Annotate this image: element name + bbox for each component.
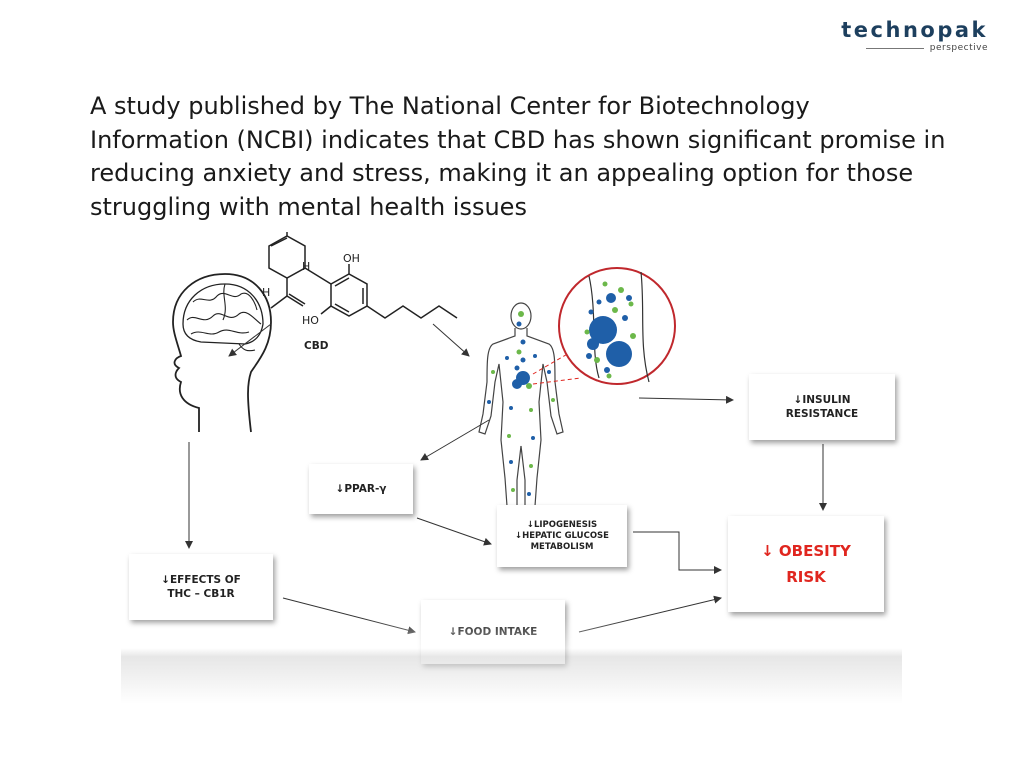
arrow-thc-to-food <box>282 597 416 635</box>
arrow-food-to-obesity <box>578 595 722 633</box>
arrow-lipogenesis-to-obesity <box>633 531 722 574</box>
arrow-body-to-insulin <box>638 395 734 404</box>
molecule-oh-top: OH <box>343 252 360 265</box>
box-lipogenesis: ↓LIPOGENESIS ↓HEPATIC GLUCOSE METABOLISM <box>497 505 627 567</box>
obesity-line-2: RISK <box>786 568 826 586</box>
box-ppar: ↓PPAR-γ <box>309 464 413 514</box>
technopak-logo: technopak perspective <box>841 18 988 53</box>
thc-line-2: THC – CB1R <box>167 588 235 600</box>
thc-line-1: ↓EFFECTS OF <box>161 574 241 586</box>
box-obesity-risk: ↓ OBESITY RISK <box>728 516 884 612</box>
headline-text: A study published by The National Center… <box>90 92 946 221</box>
insulin-line-2: RESISTANCE <box>785 408 859 420</box>
food-label: ↓FOOD INTAKE <box>448 626 538 638</box>
insulin-line-1: ↓INSULIN <box>793 394 851 406</box>
ppar-label: ↓PPAR-γ <box>335 483 387 495</box>
arrow-body-to-ppar <box>420 419 490 461</box>
obesity-line-1: ↓ OBESITY <box>761 542 851 560</box>
arrow-ppar-to-lipogenesis <box>416 517 492 546</box>
box-thc-effects: ↓EFFECTS OF THC – CB1R <box>129 554 273 620</box>
molecule-h2: H <box>262 286 270 299</box>
human-body-icon <box>478 302 564 523</box>
lipogenesis-line-2: ↓HEPATIC GLUCOSE <box>515 530 609 541</box>
logo-tagline: perspective <box>929 43 988 53</box>
arrow-cbd-to-body <box>432 323 470 357</box>
logo-tagline-row: perspective <box>841 43 988 53</box>
lipogenesis-line-3: METABOLISM <box>530 541 594 552</box>
cbd-obesity-diagram: H H OH HO CBD <box>121 232 902 704</box>
arrow-cbd-to-brain <box>228 323 272 357</box>
molecule-name: CBD <box>304 340 329 352</box>
lipogenesis-line-1: ↓LIPOGENESIS <box>526 519 598 530</box>
cbd-molecule-icon <box>268 232 458 319</box>
box-food-intake: ↓FOOD INTAKE <box>421 600 565 664</box>
zoom-callout <box>532 267 676 385</box>
molecule-ho-bottom: HO <box>302 314 319 327</box>
molecule-h1: H <box>302 260 310 273</box>
box-insulin-resistance: ↓INSULIN RESISTANCE <box>749 374 895 440</box>
logo-brand: technopak <box>841 18 988 42</box>
body-receptor-dots <box>487 311 555 516</box>
brain-head-icon <box>172 273 272 433</box>
logo-rule <box>865 47 924 49</box>
